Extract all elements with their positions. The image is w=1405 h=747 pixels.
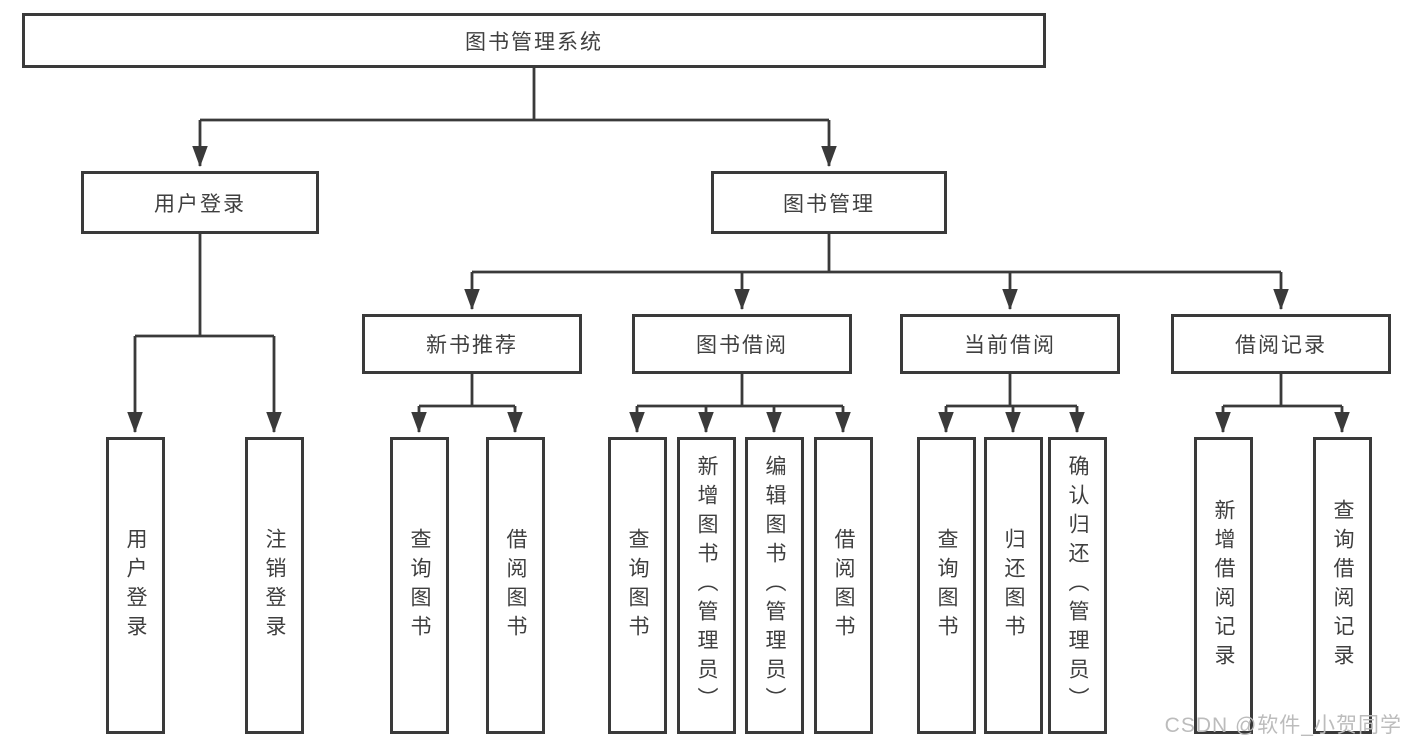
leaf-bb-add-books-admin-label: 新增图书（管理员） <box>695 455 718 716</box>
leaf-logout: 注销登录 <box>245 437 304 734</box>
leaf-cb-query-books-label: 查询图书 <box>935 527 958 644</box>
node-new-book-recommend: 新书推荐 <box>362 314 582 374</box>
leaf-bb-edit-books-admin-label: 编辑图书（管理员） <box>763 455 786 716</box>
csdn-watermark: CSDN @软件_小贺同学 <box>1164 714 1402 737</box>
node-current-borrow-label: 当前借阅 <box>964 334 1056 357</box>
node-current-borrow: 当前借阅 <box>900 314 1120 374</box>
leaf-bb-borrow-books-label: 借阅图书 <box>832 527 855 644</box>
leaf-bb-query-books-label: 查询图书 <box>626 527 649 644</box>
node-user-login-label: 用户登录 <box>154 192 246 216</box>
leaf-bb-query-books: 查询图书 <box>608 437 667 734</box>
node-borrow-records-label: 借阅记录 <box>1235 334 1327 357</box>
node-book-borrow-label: 图书借阅 <box>696 334 788 357</box>
leaf-bb-edit-books-admin: 编辑图书（管理员） <box>745 437 804 734</box>
leaf-user-login: 用户登录 <box>106 437 165 734</box>
leaf-br-query-record-label: 查询借阅记录 <box>1331 498 1354 673</box>
leaf-br-add-record-label: 新增借阅记录 <box>1212 498 1235 673</box>
node-new-book-recommend-label: 新书推荐 <box>426 334 518 357</box>
node-book-management: 图书管理 <box>711 171 947 234</box>
leaf-br-query-record: 查询借阅记录 <box>1313 437 1372 734</box>
leaf-cb-confirm-return-admin-label: 确认归还（管理员） <box>1066 455 1089 716</box>
leaf-nb-query-books-label: 查询图书 <box>408 527 431 644</box>
leaf-cb-query-books: 查询图书 <box>917 437 976 734</box>
node-user-login: 用户登录 <box>81 171 319 234</box>
leaf-nb-query-books: 查询图书 <box>390 437 449 734</box>
node-book-management-label: 图书管理 <box>783 192 875 216</box>
leaf-nb-borrow-books: 借阅图书 <box>486 437 545 734</box>
leaf-logout-label: 注销登录 <box>263 527 286 644</box>
leaf-nb-borrow-books-label: 借阅图书 <box>504 527 527 644</box>
node-book-borrow: 图书借阅 <box>632 314 852 374</box>
node-root-label: 图书管理系统 <box>465 30 603 54</box>
leaf-cb-confirm-return-admin: 确认归还（管理员） <box>1048 437 1107 734</box>
node-borrow-records: 借阅记录 <box>1171 314 1391 374</box>
leaf-user-login-label: 用户登录 <box>124 527 147 644</box>
node-root: 图书管理系统 <box>22 13 1046 68</box>
leaf-bb-add-books-admin: 新增图书（管理员） <box>677 437 736 734</box>
leaf-cb-return-books: 归还图书 <box>984 437 1043 734</box>
leaf-cb-return-books-label: 归还图书 <box>1002 527 1025 644</box>
leaf-bb-borrow-books: 借阅图书 <box>814 437 873 734</box>
leaf-br-add-record: 新增借阅记录 <box>1194 437 1253 734</box>
